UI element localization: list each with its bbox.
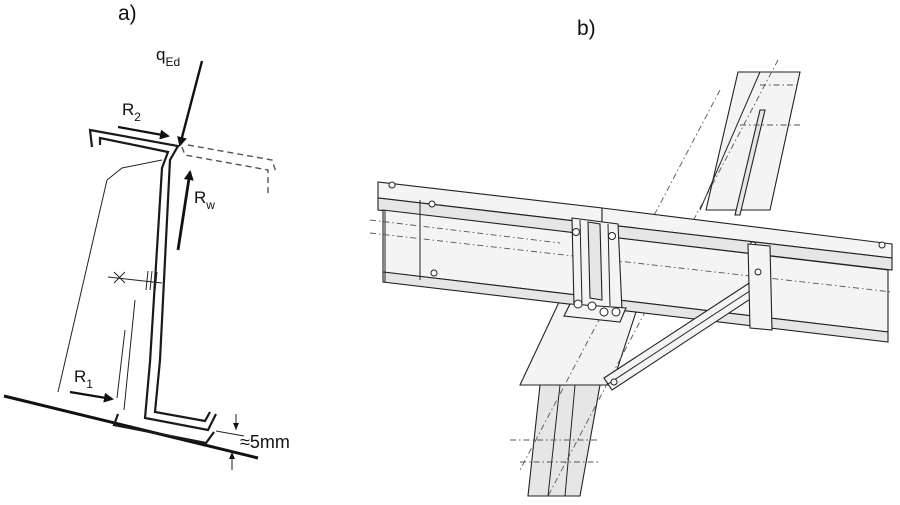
bolt-hole [428, 200, 436, 208]
purlin-section [57, 128, 217, 445]
bolt-hole [878, 241, 886, 249]
rw-arrow [176, 170, 194, 251]
bolt-hole [388, 181, 396, 189]
r2-label: R2 [122, 100, 141, 124]
connection-bolt [611, 307, 621, 317]
displaced-flange-dashed [181, 144, 277, 195]
connection-bolt [572, 228, 580, 236]
panel-b-label: b) [577, 17, 596, 40]
panel-b-diagram [369, 59, 893, 497]
gap-dimension [215, 414, 245, 470]
roof-slope-line [3, 394, 259, 460]
r1-arrow [69, 390, 114, 403]
r1-label: R1 [74, 367, 93, 391]
r2-arrow [117, 125, 170, 140]
brace-bolt [610, 378, 618, 386]
brace-bolt [754, 268, 762, 276]
gap-label: ≈5mm [240, 432, 290, 452]
connection-bolt [587, 301, 597, 311]
main-i-beam [510, 59, 801, 497]
panel-a-diagram: qEd R2 Rw R1 [3, 45, 290, 470]
diagonal-brace [603, 243, 773, 391]
load-arrow [177, 60, 204, 147]
bolt-marker [107, 270, 163, 292]
bolt-hole [430, 269, 438, 277]
connection-bolt [599, 307, 609, 317]
rw-label: Rw [194, 188, 215, 212]
load-label: qEd [156, 45, 180, 69]
cleat-connection [563, 217, 627, 323]
connection-bolt [608, 232, 616, 240]
panel-a-label: a) [118, 2, 137, 25]
connection-bolt [573, 299, 583, 309]
